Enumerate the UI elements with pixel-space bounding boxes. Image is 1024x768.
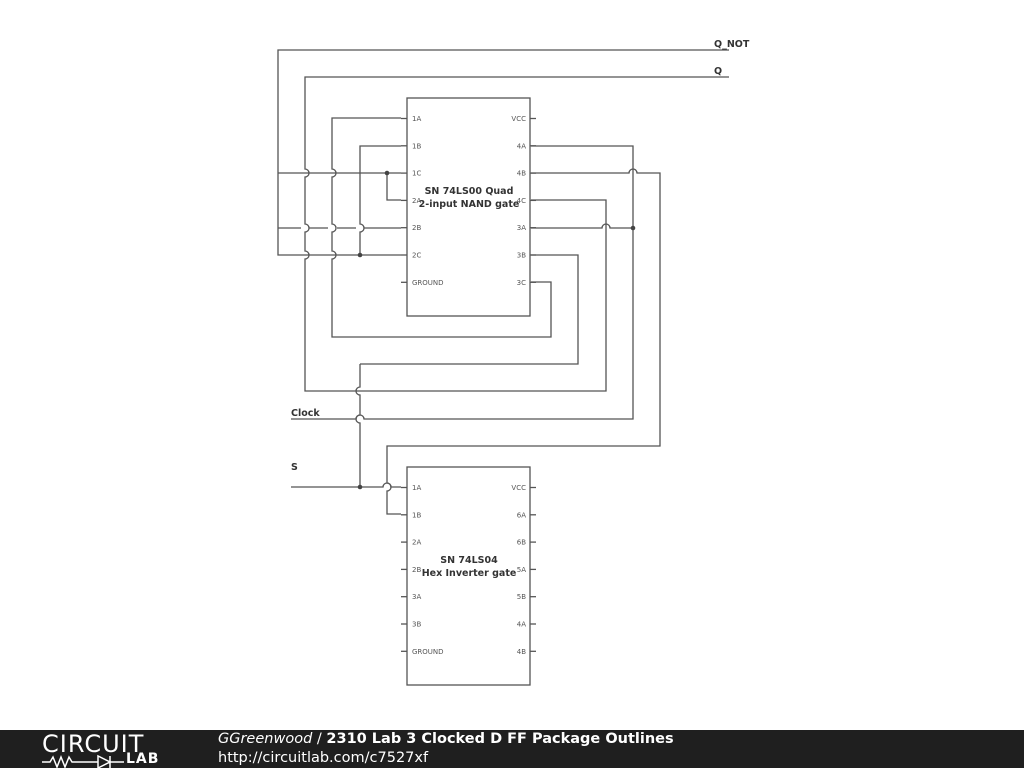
chip2-title-line2: Hex Inverter gate <box>422 568 517 579</box>
wire-1c-2a <box>386 173 401 201</box>
wire-q-not <box>277 49 729 256</box>
pin-label: GROUND <box>412 279 444 287</box>
pin-label: VCC <box>511 115 526 123</box>
pin-label: 1A <box>412 484 421 492</box>
logo-text-circuit: CIRCUIT <box>42 730 145 758</box>
pin-label: 1A <box>412 115 421 123</box>
pin-label: 4A <box>517 142 526 150</box>
logo-text-lab: LAB <box>126 751 160 767</box>
pin-label: 3B <box>517 252 526 260</box>
junction-dot <box>357 484 363 490</box>
wire-s-vertical <box>355 364 361 487</box>
footer-bar: CIRCUIT LAB GGreenwood / 2310 Lab 3 Cloc… <box>0 730 1024 768</box>
pin-label: 2B <box>412 224 421 232</box>
pin-label: 5A <box>517 566 526 574</box>
net-label-q: Q <box>714 66 722 77</box>
pin-label: 1C <box>412 170 421 178</box>
circuit-url-link[interactable]: http://circuitlab.com/c7527xf <box>218 750 429 766</box>
circuit-title[interactable]: 2310 Lab 3 Clocked D FF Package Outlines <box>326 731 674 747</box>
wire-4a-clock <box>531 145 634 228</box>
junction-dot <box>630 225 636 231</box>
junction-dot <box>384 170 390 176</box>
schematic-diagram: 1A 1B 1C 2A 2B 2C GROUND VCC 4A 4B 4C 3A 3B 3C SN 74L… <box>277 39 750 686</box>
pin-label: 4B <box>517 170 526 178</box>
pin-label: 6A <box>517 511 526 519</box>
pin-label: GROUND <box>412 648 444 656</box>
resistor-diode-icon <box>42 754 124 768</box>
chip-74ls00[interactable] <box>406 97 531 317</box>
circuitlab-logo[interactable]: CIRCUIT LAB <box>42 730 177 768</box>
wire-s <box>291 482 401 488</box>
pin-label: 3B <box>412 621 421 629</box>
chip1-pins: 1A 1B 1C 2A 2B 2C GROUND VCC 4A 4B 4C 3A 3B 3C <box>401 115 536 287</box>
wire-3b <box>360 254 579 365</box>
wire-1a-to-3c <box>331 117 552 338</box>
pin-label: 4C <box>517 197 526 205</box>
title-separator: / <box>312 731 327 747</box>
pin-label: 3A <box>412 593 421 601</box>
pin-label: 2C <box>412 252 421 260</box>
chip-74ls04[interactable] <box>406 466 531 686</box>
pin-label: 6B <box>517 539 526 547</box>
chip1-title-line2: 2-input NAND gate <box>419 199 520 210</box>
pin-label: 4B <box>517 648 526 656</box>
pin-label: 1B <box>412 142 421 150</box>
pin-label: 2B <box>412 566 421 574</box>
pin-label: 1B <box>412 511 421 519</box>
chip2-title-line1: SN 74LS04 <box>440 555 498 566</box>
pin-label: 2A <box>412 197 421 205</box>
footer-title: GGreenwood / 2310 Lab 3 Clocked D FF Pac… <box>218 731 674 747</box>
chip2-pins: 1A 1B 2A 2B 3A 3B GROUND VCC 6A 6B 5A 5B 4A 4B <box>401 484 536 656</box>
pin-label: 5B <box>517 593 526 601</box>
chip1-title-line1: SN 74LS00 Quad <box>425 186 514 197</box>
wire-q <box>304 76 729 392</box>
net-label-clock: Clock <box>291 408 320 419</box>
net-label-s: S <box>291 462 298 473</box>
wire-1b-2c <box>359 145 401 255</box>
pin-label: 2A <box>412 539 421 547</box>
net-label-q-not: Q_NOT <box>714 39 750 50</box>
pin-label: VCC <box>511 484 526 492</box>
pin-label: 4A <box>517 621 526 629</box>
pin-label: 3C <box>517 279 526 287</box>
pin-label: 3A <box>517 224 526 232</box>
wire-4b-inverter <box>386 168 661 515</box>
author-link[interactable]: GGreenwood <box>218 731 313 747</box>
junction-dot <box>357 252 363 258</box>
